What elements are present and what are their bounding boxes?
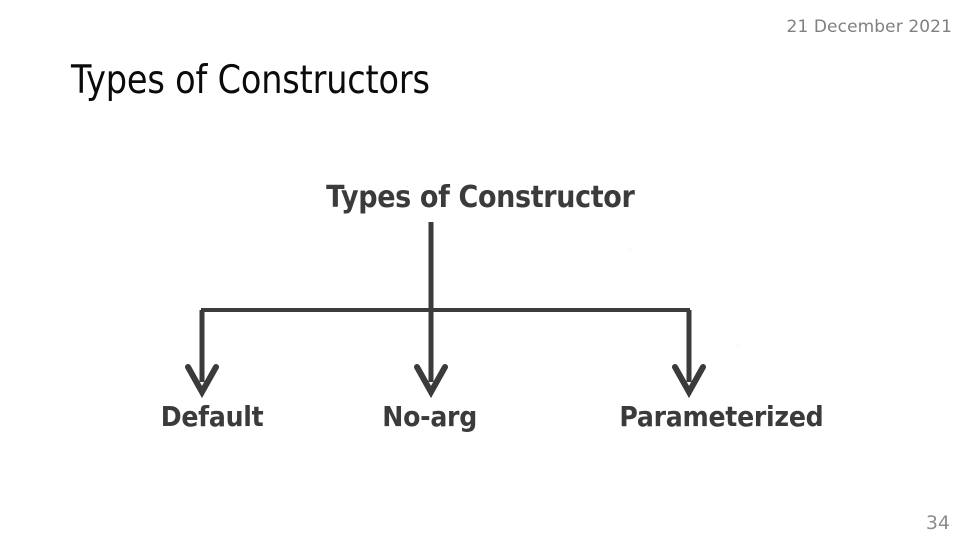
page-number: 34 [925, 512, 950, 534]
diagram-leaf-no-arg-text: No-arg [382, 400, 478, 433]
diagram-root-label-text: Types of Constructor [325, 180, 635, 215]
diagram-leaf-default-text: Default [160, 400, 264, 433]
diagram-leaf-parameterized: Parameterized [608, 400, 823, 433]
constructor-types-diagram: Types of Constructor Default No-arg Para… [140, 160, 824, 460]
page-title: Types of Constructors [71, 58, 430, 103]
diagram-leaf-parameterized-text: Parameterized [619, 400, 824, 433]
diagram-leaf-no-arg: No-arg [338, 400, 522, 433]
diagram-root-label: Types of Constructor [140, 180, 820, 215]
diagram-leaf-default: Default [120, 400, 304, 433]
arrowhead-right-icon [672, 364, 706, 399]
arrowhead-left-icon [185, 364, 219, 399]
slide-date: 21 December 2021 [786, 17, 952, 37]
arrowhead-center-icon [414, 364, 448, 399]
diagram-connectors [185, 222, 706, 399]
